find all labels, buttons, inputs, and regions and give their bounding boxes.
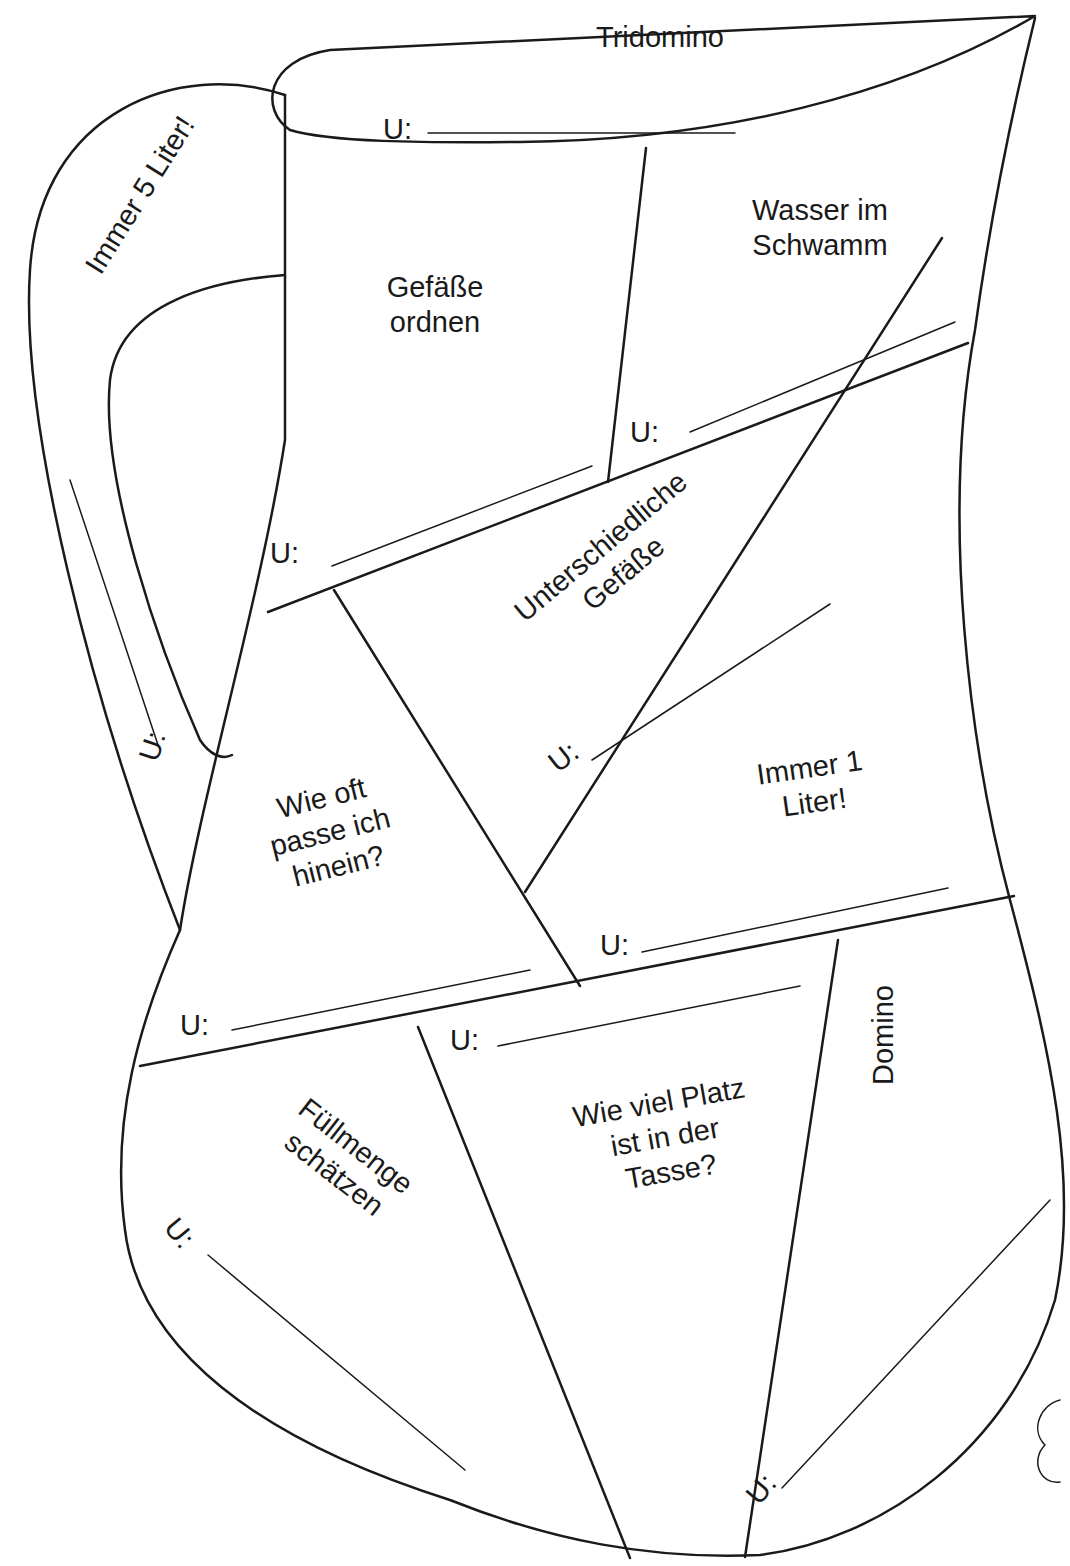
writing-line [232, 970, 530, 1030]
station-title: Gefäße ordnen [360, 270, 510, 340]
writing-line [428, 132, 735, 134]
station-title: Wie oft passe ich hinein? [245, 763, 416, 901]
signature-label: U: [157, 1211, 202, 1256]
station-title: Domino [866, 985, 901, 1085]
signature-label: U: [131, 727, 173, 765]
signature-label: U: [180, 1008, 209, 1043]
jug-segment: DominoU: [745, 895, 1065, 1560]
writing-line [592, 604, 830, 760]
jug-segment: Wie viel Platz ist in der Tasse? U: [418, 940, 840, 1560]
writing-line [690, 322, 955, 432]
signature-label: U: [600, 928, 629, 963]
jug-body [121, 18, 1064, 1556]
writing-line [782, 1200, 1050, 1488]
handle-outline [29, 84, 285, 930]
writing-line [642, 888, 948, 952]
writing-line [332, 466, 592, 566]
station-title: Füllmenge schätzen [253, 1077, 438, 1243]
handle-inner [109, 275, 285, 757]
signature-label: U: [450, 1023, 479, 1058]
jug-segment: Wie oft passe ich hinein? U: [175, 440, 585, 1040]
station-title: Wasser im Schwamm [715, 193, 925, 263]
jug-segment: Unterschiedliche GefäßeU: [335, 240, 965, 980]
station-title: Wie viel Platz ist in der Tasse? [565, 1070, 765, 1205]
divider [745, 940, 838, 1557]
flower-doodle [1038, 1400, 1060, 1482]
station-title: Tridomino [596, 20, 724, 55]
station-title: Immer 5 Liter! [78, 110, 202, 280]
signature-label: U: [270, 536, 299, 571]
signature-label: U: [630, 415, 659, 450]
jug-segment: Immer 5 Liter! U: [20, 60, 290, 930]
station-title: Unterschiedliche Gefäße [486, 447, 738, 674]
jug-segment: Immer 1 Liter! U: [525, 240, 1015, 960]
signature-label: U: [541, 734, 585, 779]
jug-segment: Wasser im SchwammU: [610, 130, 970, 480]
signature-label: U: [739, 1467, 784, 1512]
signature-label: U: [383, 112, 412, 147]
station-title: Immer 1 Liter! [743, 741, 881, 828]
divider [334, 590, 580, 986]
writing-line [70, 480, 158, 745]
jug-segment: Füllmenge schätzenU: [115, 1020, 635, 1560]
writing-line [498, 986, 800, 1046]
jug-segment: TridominoU: [290, 15, 1040, 145]
writing-line [208, 1255, 465, 1470]
